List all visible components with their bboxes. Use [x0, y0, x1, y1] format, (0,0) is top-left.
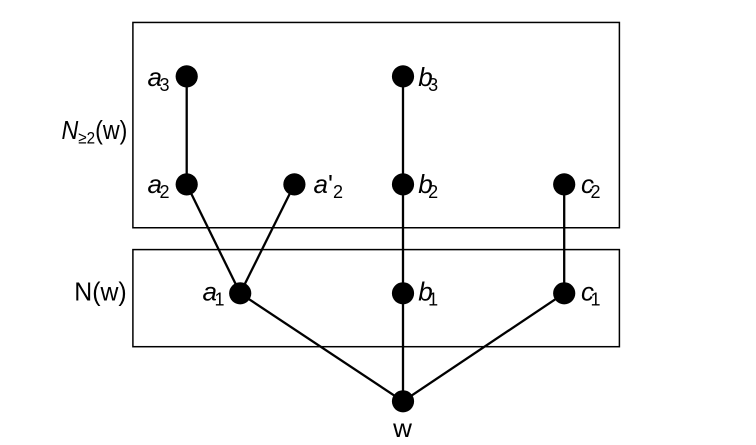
svg-text:a'2: a'2 — [314, 169, 343, 202]
svg-text:c1: c1 — [581, 277, 601, 310]
svg-text:a2: a2 — [148, 169, 170, 202]
svg-text:b3: b3 — [418, 62, 438, 95]
svg-text:b1: b1 — [418, 277, 438, 310]
svg-text:b2: b2 — [418, 169, 438, 202]
svg-text:N(w): N(w) — [74, 278, 126, 307]
svg-text:a1: a1 — [203, 277, 225, 310]
svg-text:c2: c2 — [581, 169, 601, 202]
svg-text:N≥2(w): N≥2(w) — [62, 117, 128, 148]
svg-text:w: w — [392, 413, 412, 443]
svg-text:a3: a3 — [148, 62, 170, 95]
